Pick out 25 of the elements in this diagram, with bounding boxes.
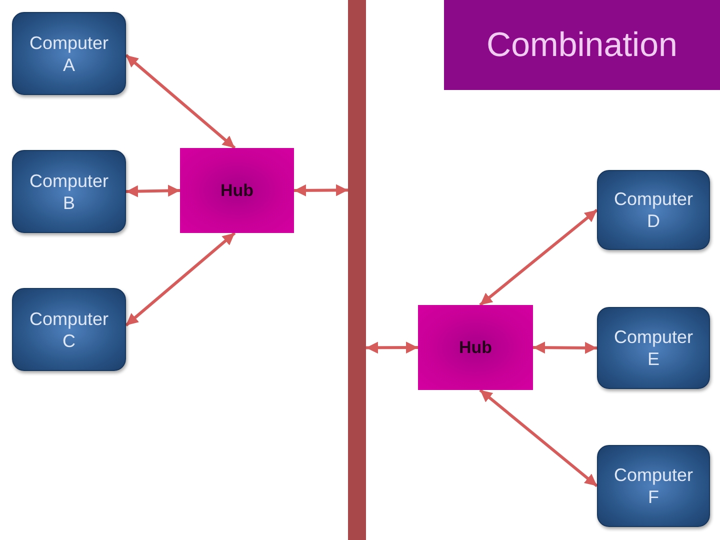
double-arrow xyxy=(126,184,180,198)
computer-box xyxy=(12,150,126,233)
node-label: Computer C xyxy=(28,308,110,352)
node-label: Computer D xyxy=(612,188,694,232)
double-arrow xyxy=(125,54,236,150)
double-arrow xyxy=(479,388,598,488)
node-label: Hub xyxy=(220,180,254,202)
double-arrow xyxy=(479,208,598,306)
node-label: Computer A xyxy=(28,32,110,76)
double-arrow xyxy=(532,342,598,354)
computer-box xyxy=(12,12,126,95)
node-label: Computer F xyxy=(612,464,694,508)
double-arrow xyxy=(294,184,348,196)
double-arrow xyxy=(125,232,236,326)
node-label: Computer B xyxy=(28,170,110,214)
computer-box xyxy=(12,288,126,371)
hub-box xyxy=(418,305,533,390)
node-label: Hub xyxy=(458,336,492,359)
hub-box xyxy=(180,148,294,233)
computer-box xyxy=(597,445,710,527)
title-text: Combination xyxy=(486,24,678,66)
node-label: Computer E xyxy=(612,326,694,370)
computer-box xyxy=(597,307,710,389)
double-arrow xyxy=(366,342,418,354)
computer-box xyxy=(597,170,710,250)
